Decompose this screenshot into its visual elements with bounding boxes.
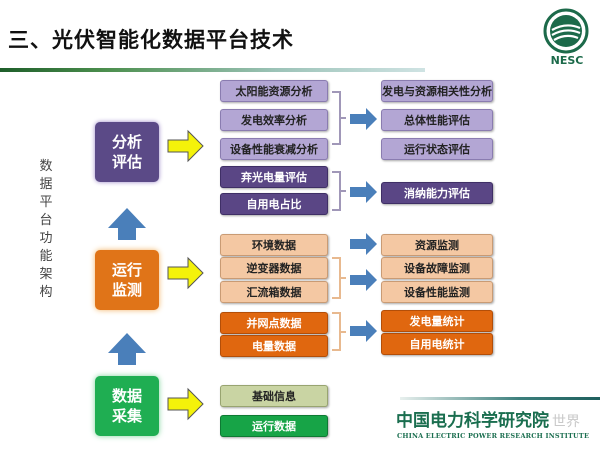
monitor-input-box: 并网点数据	[220, 312, 328, 334]
title-underline	[0, 68, 425, 72]
side-label-char: 据	[39, 177, 53, 192]
side-label-char: 构	[39, 285, 53, 300]
monitor-input-box: 电量数据	[220, 335, 328, 357]
blue-right-arrow-icon	[350, 269, 377, 291]
category-collect: 数据采集	[95, 376, 159, 436]
analysis-input-box: 太阳能资源分析	[220, 80, 328, 102]
category-label: 监测	[111, 281, 142, 299]
category-label: 分析	[111, 133, 142, 151]
analysis-input-box: 设备性能衰减分析	[220, 138, 328, 160]
category-label: 运行	[111, 261, 142, 279]
monitor-output-box: 设备故障监测	[381, 257, 493, 279]
bracket-icon	[332, 91, 346, 145]
category-label: 评估	[111, 153, 142, 171]
blue-right-arrow-icon	[350, 233, 377, 255]
category-label: 采集	[111, 407, 142, 425]
monitor-output-box: 自用电统计	[381, 333, 493, 355]
blue-up-arrow-icon	[108, 208, 146, 240]
blue-right-arrow-icon	[350, 181, 377, 203]
monitor-input-box: 逆变器数据	[220, 257, 328, 279]
footer-line	[400, 397, 600, 400]
collect-input-box: 运行数据	[220, 415, 328, 437]
category-label: 数据	[111, 387, 142, 405]
analysis-output-box: 总体性能评估	[381, 109, 493, 131]
side-label-char: 功	[39, 231, 53, 246]
category-monitor: 运行监测	[95, 250, 159, 310]
analysis-output-box: 运行状态评估	[381, 138, 493, 160]
monitor-output-box: 发电量统计	[381, 310, 493, 332]
side-label-char: 台	[39, 213, 53, 228]
collect-input-box: 基础信息	[220, 385, 328, 407]
side-label-char: 平	[39, 195, 53, 210]
yellow-arrow-icon	[167, 129, 204, 163]
blue-right-arrow-icon	[350, 320, 377, 342]
monitor-output-box: 设备性能监测	[381, 281, 493, 303]
bracket-icon	[332, 171, 346, 211]
page-title: 三、光伏智能化数据平台技术	[8, 28, 294, 52]
side-label-char: 架	[39, 267, 53, 282]
monitor-input-box: 汇流箱数据	[220, 281, 328, 303]
blue-right-arrow-icon	[350, 108, 377, 130]
nesc-logo-icon	[543, 8, 589, 54]
analysis-input-box: 发电效率分析	[220, 109, 328, 131]
org-name-en: CHINA ELECTRIC POWER RESEARCH INSTITUTE	[397, 432, 590, 440]
bracket-icon	[332, 257, 346, 299]
analysis-output-box: 发电与资源相关性分析	[381, 80, 493, 102]
category-analysis: 分析评估	[95, 122, 159, 182]
footer-org-row: 中国电力科学研究院 世界	[396, 406, 580, 431]
analysis-output-box: 消纳能力评估	[381, 182, 493, 204]
monitor-input-box: 环境数据	[220, 234, 328, 256]
bracket-icon	[332, 312, 346, 351]
analysis-input-box: 自用电占比	[220, 193, 328, 215]
yellow-arrow-icon	[167, 256, 204, 290]
monitor-output-box: 资源监测	[381, 234, 493, 256]
yellow-arrow-icon	[167, 387, 204, 421]
blue-up-arrow-icon	[108, 333, 146, 365]
logo-text: NESC	[550, 54, 584, 67]
side-label-char: 能	[39, 249, 53, 264]
org-name-cn: 中国电力科学研究院	[396, 411, 549, 431]
side-label-char: 数	[39, 159, 53, 174]
side-label: 数 据 平 台 功 能 架 构	[38, 158, 54, 302]
watermark-text: 世界	[552, 414, 580, 430]
analysis-input-box: 弃光电量评估	[220, 166, 328, 188]
